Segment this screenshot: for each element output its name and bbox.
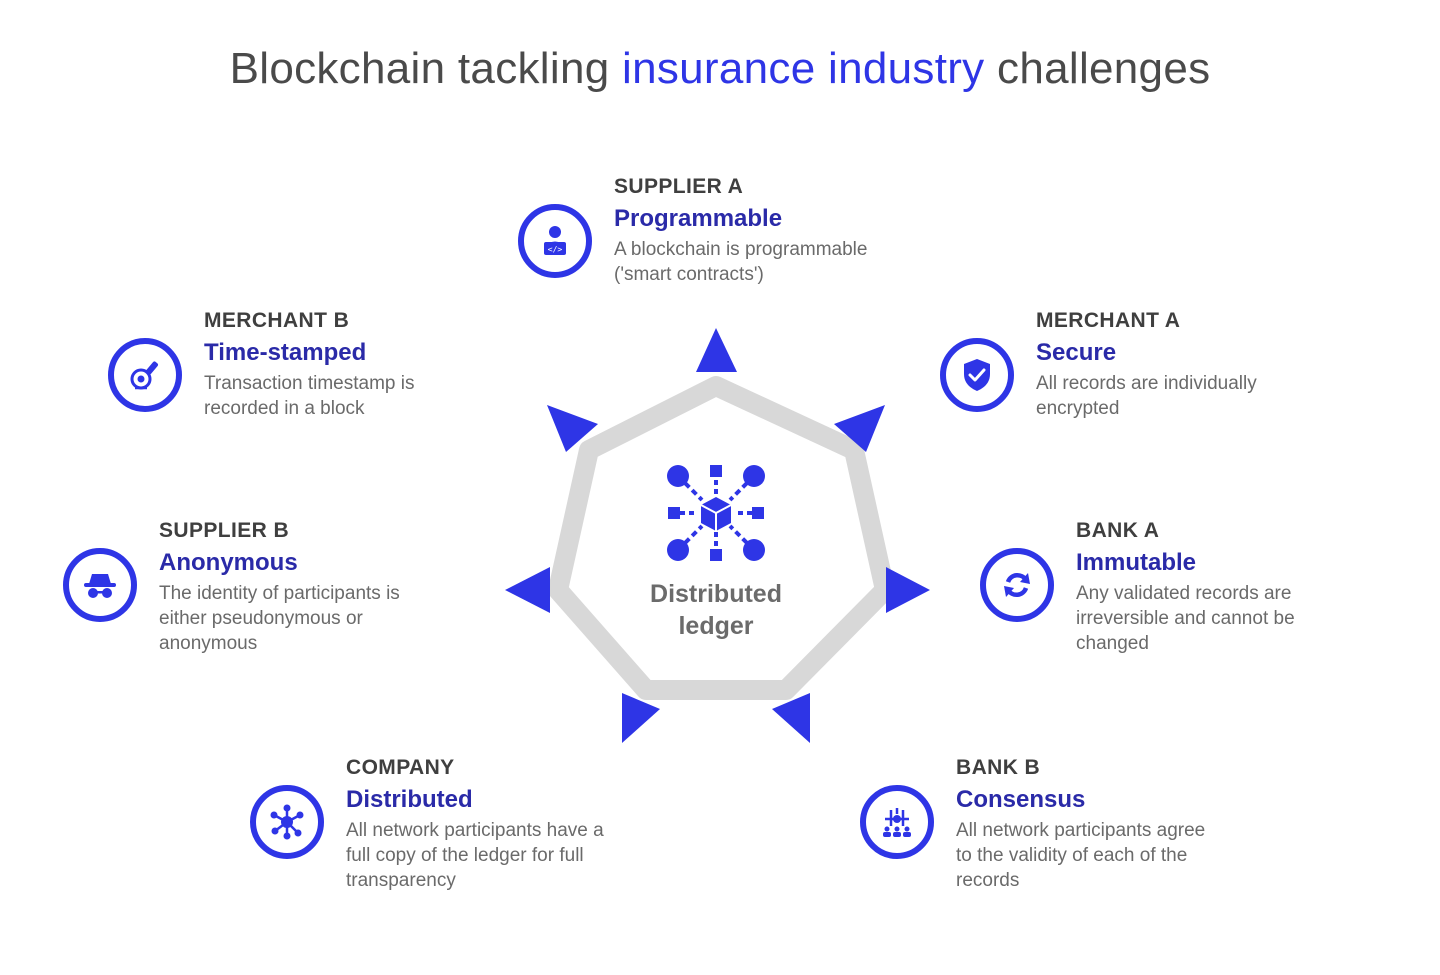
title-part1: Blockchain tackling	[229, 44, 623, 93]
node-role: BANK B	[956, 756, 1041, 779]
title-accent: insurance industry	[622, 44, 985, 93]
node-role: MERCHANT B	[204, 309, 350, 332]
developer-laptop-icon: </>	[518, 204, 592, 278]
arrow-left	[505, 567, 550, 613]
node-property: Time-stamped	[204, 339, 367, 366]
refresh-icon	[980, 548, 1054, 622]
arrow-right	[886, 567, 930, 613]
stamp-icon	[108, 338, 182, 412]
arrow-down-right	[772, 693, 810, 743]
consensus-icon	[860, 785, 934, 859]
node-property: Programmable	[614, 205, 783, 232]
node-property: Consensus	[956, 786, 1086, 813]
arrow-down-left	[622, 693, 660, 743]
node-role: SUPPLIER A	[614, 175, 744, 198]
network-cube-icon	[667, 465, 765, 561]
center-label: Distributed ledger	[616, 578, 816, 642]
arrow-up-right	[834, 405, 885, 452]
shield-check-icon	[940, 338, 1014, 412]
node-role: BANK A	[1076, 519, 1160, 542]
node-property: Immutable	[1076, 549, 1197, 576]
network-hub-icon	[250, 785, 324, 859]
node-property: Anonymous	[159, 549, 298, 576]
arrow-up	[696, 328, 737, 372]
arrow-up-left	[547, 405, 598, 452]
node-property: Distributed	[346, 786, 473, 813]
page-title: Blockchain tackling insurance industry c…	[0, 44, 1440, 94]
node-property: Secure	[1036, 339, 1117, 366]
node-role: MERCHANT A	[1036, 309, 1181, 332]
center-label-line1: Distributed	[650, 580, 782, 608]
svg-text:</>: </>	[548, 245, 563, 254]
incognito-icon	[63, 548, 137, 622]
node-role: SUPPLIER B	[159, 519, 290, 542]
ledger-heptagon	[548, 376, 895, 700]
node-description: A blockchain is programmable('smart cont…	[614, 239, 868, 285]
center-label-line2: ledger	[678, 612, 754, 640]
title-part2: challenges	[984, 44, 1211, 93]
node-role: COMPANY	[346, 756, 455, 779]
